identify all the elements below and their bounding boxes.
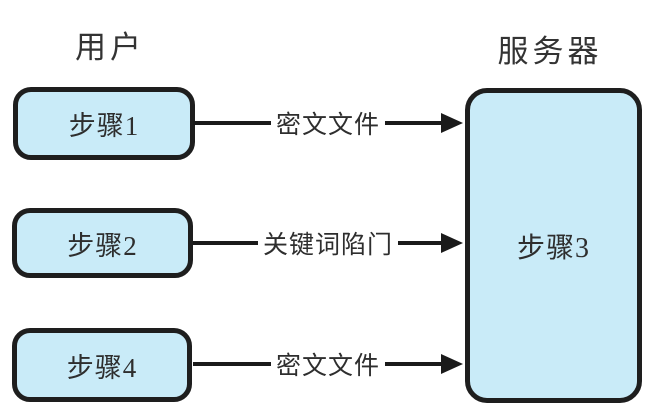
- arrow-label-ciphertext-file-1: 密文文件: [270, 105, 386, 141]
- arrow-step1-to-step3: 密文文件: [193, 103, 463, 143]
- server-column-label: 服务器: [497, 34, 603, 69]
- arrow-step4-to-step3: 密文文件: [193, 344, 463, 384]
- arrowhead-right-icon: [441, 113, 463, 133]
- step1-label: 步骤1: [68, 111, 140, 141]
- arrowhead-right-icon: [441, 354, 463, 374]
- arrowhead-right-icon: [441, 233, 463, 253]
- step3-server-box: 步骤3: [465, 88, 642, 403]
- arrow-label-ciphertext-file-2: 密文文件: [270, 346, 386, 382]
- step4-label: 步骤4: [66, 352, 138, 383]
- user-column-label: 用户: [75, 30, 145, 65]
- arrow-step2-to-step3: 关键词陷门: [193, 223, 463, 263]
- step2-box: 步骤2: [12, 208, 193, 278]
- step1-box: 步骤1: [13, 87, 195, 160]
- step2-label: 步骤2: [67, 230, 138, 261]
- step3-label: 步骤3: [516, 232, 590, 264]
- arrow-label-keyword-trapdoor: 关键词陷门: [257, 225, 399, 261]
- step4-box: 步骤4: [12, 328, 192, 402]
